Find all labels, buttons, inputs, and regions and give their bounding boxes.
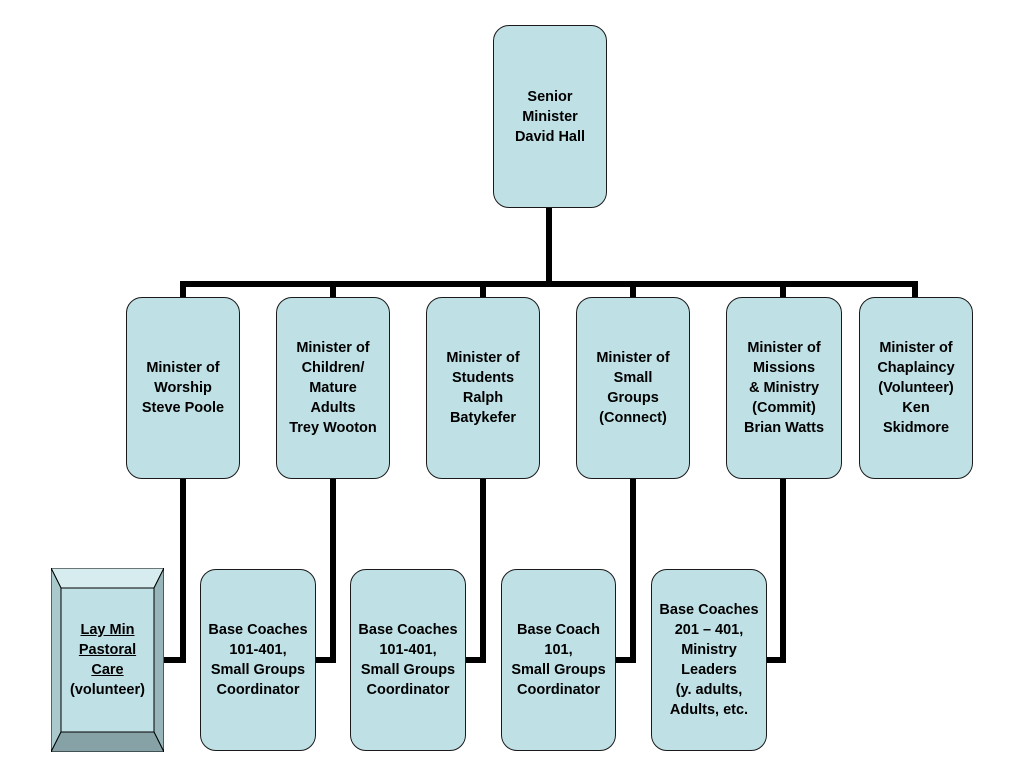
- minister-missions-label: Minister of Missions & Ministry (Commit)…: [743, 340, 825, 436]
- base-coach-small-groups-box: Base Coach 101, Small Groups Coordinator: [501, 569, 616, 751]
- base-coaches-children-label: Base Coaches 101-401, Small Groups Coord…: [208, 622, 308, 698]
- senior-minister-box: Senior Minister David Hall: [493, 25, 607, 208]
- minister-students-box: Minister of Students Ralph Batykefer: [426, 297, 540, 479]
- minister-children-label: Minister of Children/ Mature Adults Trey…: [289, 340, 377, 436]
- base-coaches-students-label: Base Coaches 101-401, Small Groups Coord…: [358, 622, 458, 698]
- minister-small-groups-box: Minister of Small Groups (Connect): [576, 297, 690, 479]
- base-coach-small-groups-label: Base Coach 101, Small Groups Coordinator: [511, 622, 606, 698]
- lay-min-line1: Lay Min: [80, 622, 135, 638]
- minister-chaplaincy-label: Minister of Chaplaincy (Volunteer) Ken S…: [877, 340, 955, 436]
- senior-minister-label: Senior Minister David Hall: [514, 88, 586, 145]
- minister-small-groups-label: Minister of Small Groups (Connect): [596, 350, 670, 426]
- base-coaches-students-box: Base Coaches 101-401, Small Groups Coord…: [350, 569, 466, 751]
- base-coaches-missions-box: Base Coaches 201 – 401, Ministry Leaders…: [651, 569, 767, 751]
- minister-worship-box: Minister of Worship Steve Poole: [126, 297, 240, 479]
- minister-missions-box: Minister of Missions & Ministry (Commit)…: [726, 297, 842, 479]
- base-coaches-missions-label: Base Coaches 201 – 401, Ministry Leaders…: [659, 602, 759, 718]
- minister-chaplaincy-box: Minister of Chaplaincy (Volunteer) Ken S…: [859, 297, 973, 479]
- minister-worship-label: Minister of Worship Steve Poole: [141, 360, 225, 416]
- bevel-frame: [51, 568, 164, 752]
- minister-students-label: Minister of Students Ralph Batykefer: [446, 350, 520, 426]
- lay-min-pastoral-care-box: Lay Min Pastoral Care (volunteer): [51, 568, 164, 752]
- minister-children-box: Minister of Children/ Mature Adults Trey…: [276, 297, 390, 479]
- base-coaches-children-box: Base Coaches 101-401, Small Groups Coord…: [200, 569, 316, 751]
- lay-min-line4: (volunteer): [70, 682, 145, 698]
- lay-min-line3: Care: [91, 662, 124, 678]
- lay-min-line2: Pastoral: [78, 642, 137, 658]
